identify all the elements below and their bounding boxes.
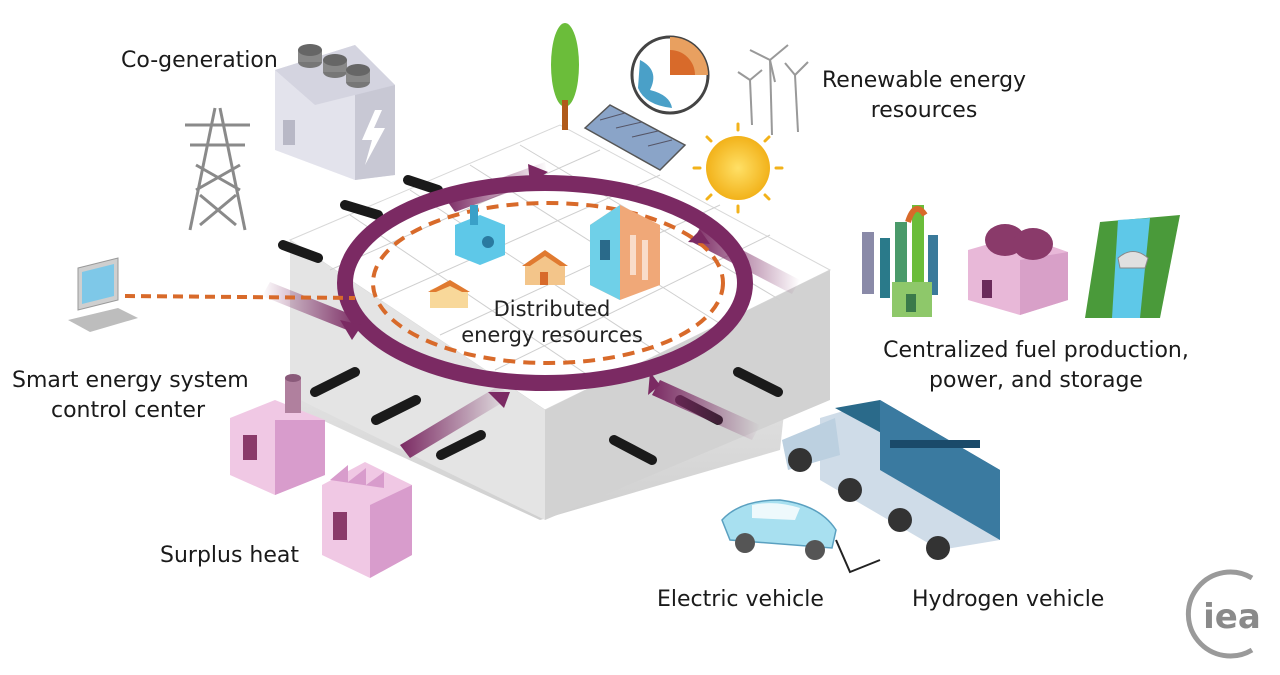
cogeneration-label: Co-generation xyxy=(121,48,278,73)
renewable-label: Renewable energy resources xyxy=(822,66,1026,126)
industrial-plant-icon xyxy=(862,205,938,317)
tree-icon xyxy=(551,23,579,130)
distributed-energy-label: Distributed energy resources xyxy=(440,296,664,348)
electric-vehicle-icon xyxy=(721,499,837,560)
hydrogen-vehicle-label: Hydrogen vehicle xyxy=(912,587,1105,612)
surplus-heat-label: Surplus heat xyxy=(160,543,300,568)
cogeneration-plant-icon xyxy=(275,44,395,180)
cables xyxy=(278,175,783,465)
smart-energy-label-line1: Smart energy system xyxy=(12,368,249,393)
iea-logo: iea xyxy=(1185,569,1261,659)
ring-arrowheads xyxy=(340,164,710,408)
centralized-label: Centralized fuel production, power, and … xyxy=(880,336,1192,396)
solar-panel-icon xyxy=(583,104,687,171)
charging-cable xyxy=(835,539,881,574)
geothermal-icon xyxy=(630,35,710,115)
iea-logo-text: iea xyxy=(1203,597,1261,637)
der-label-line2: energy resources xyxy=(461,323,643,347)
hydro-dam-icon xyxy=(1085,215,1180,318)
hydrogen-vehicle-icon xyxy=(782,400,1000,560)
smart-energy-label: Smart energy system control center xyxy=(12,366,249,426)
surplus-heat-buildings-icon xyxy=(230,374,412,578)
centralized-label-line1: Centralized fuel production, xyxy=(883,338,1189,363)
renewable-label-line1: Renewable energy xyxy=(822,68,1027,93)
wind-turbines-icon xyxy=(737,44,809,136)
centralized-label-line2: power, and storage xyxy=(929,368,1143,393)
dashed-boundary xyxy=(371,201,725,365)
renewable-label-line2: resources xyxy=(870,98,978,123)
sun-icon xyxy=(692,122,784,214)
der-buildings xyxy=(428,205,660,308)
smart-energy-label-line2: control center xyxy=(50,398,206,423)
control-link xyxy=(124,294,356,300)
power-tower-icon xyxy=(185,107,250,231)
storage-facility-icon xyxy=(968,224,1068,315)
computer-icon xyxy=(68,257,138,332)
der-label-line1: Distributed xyxy=(493,297,611,321)
energy-ring xyxy=(337,175,753,391)
electric-vehicle-label: Electric vehicle xyxy=(657,587,824,612)
